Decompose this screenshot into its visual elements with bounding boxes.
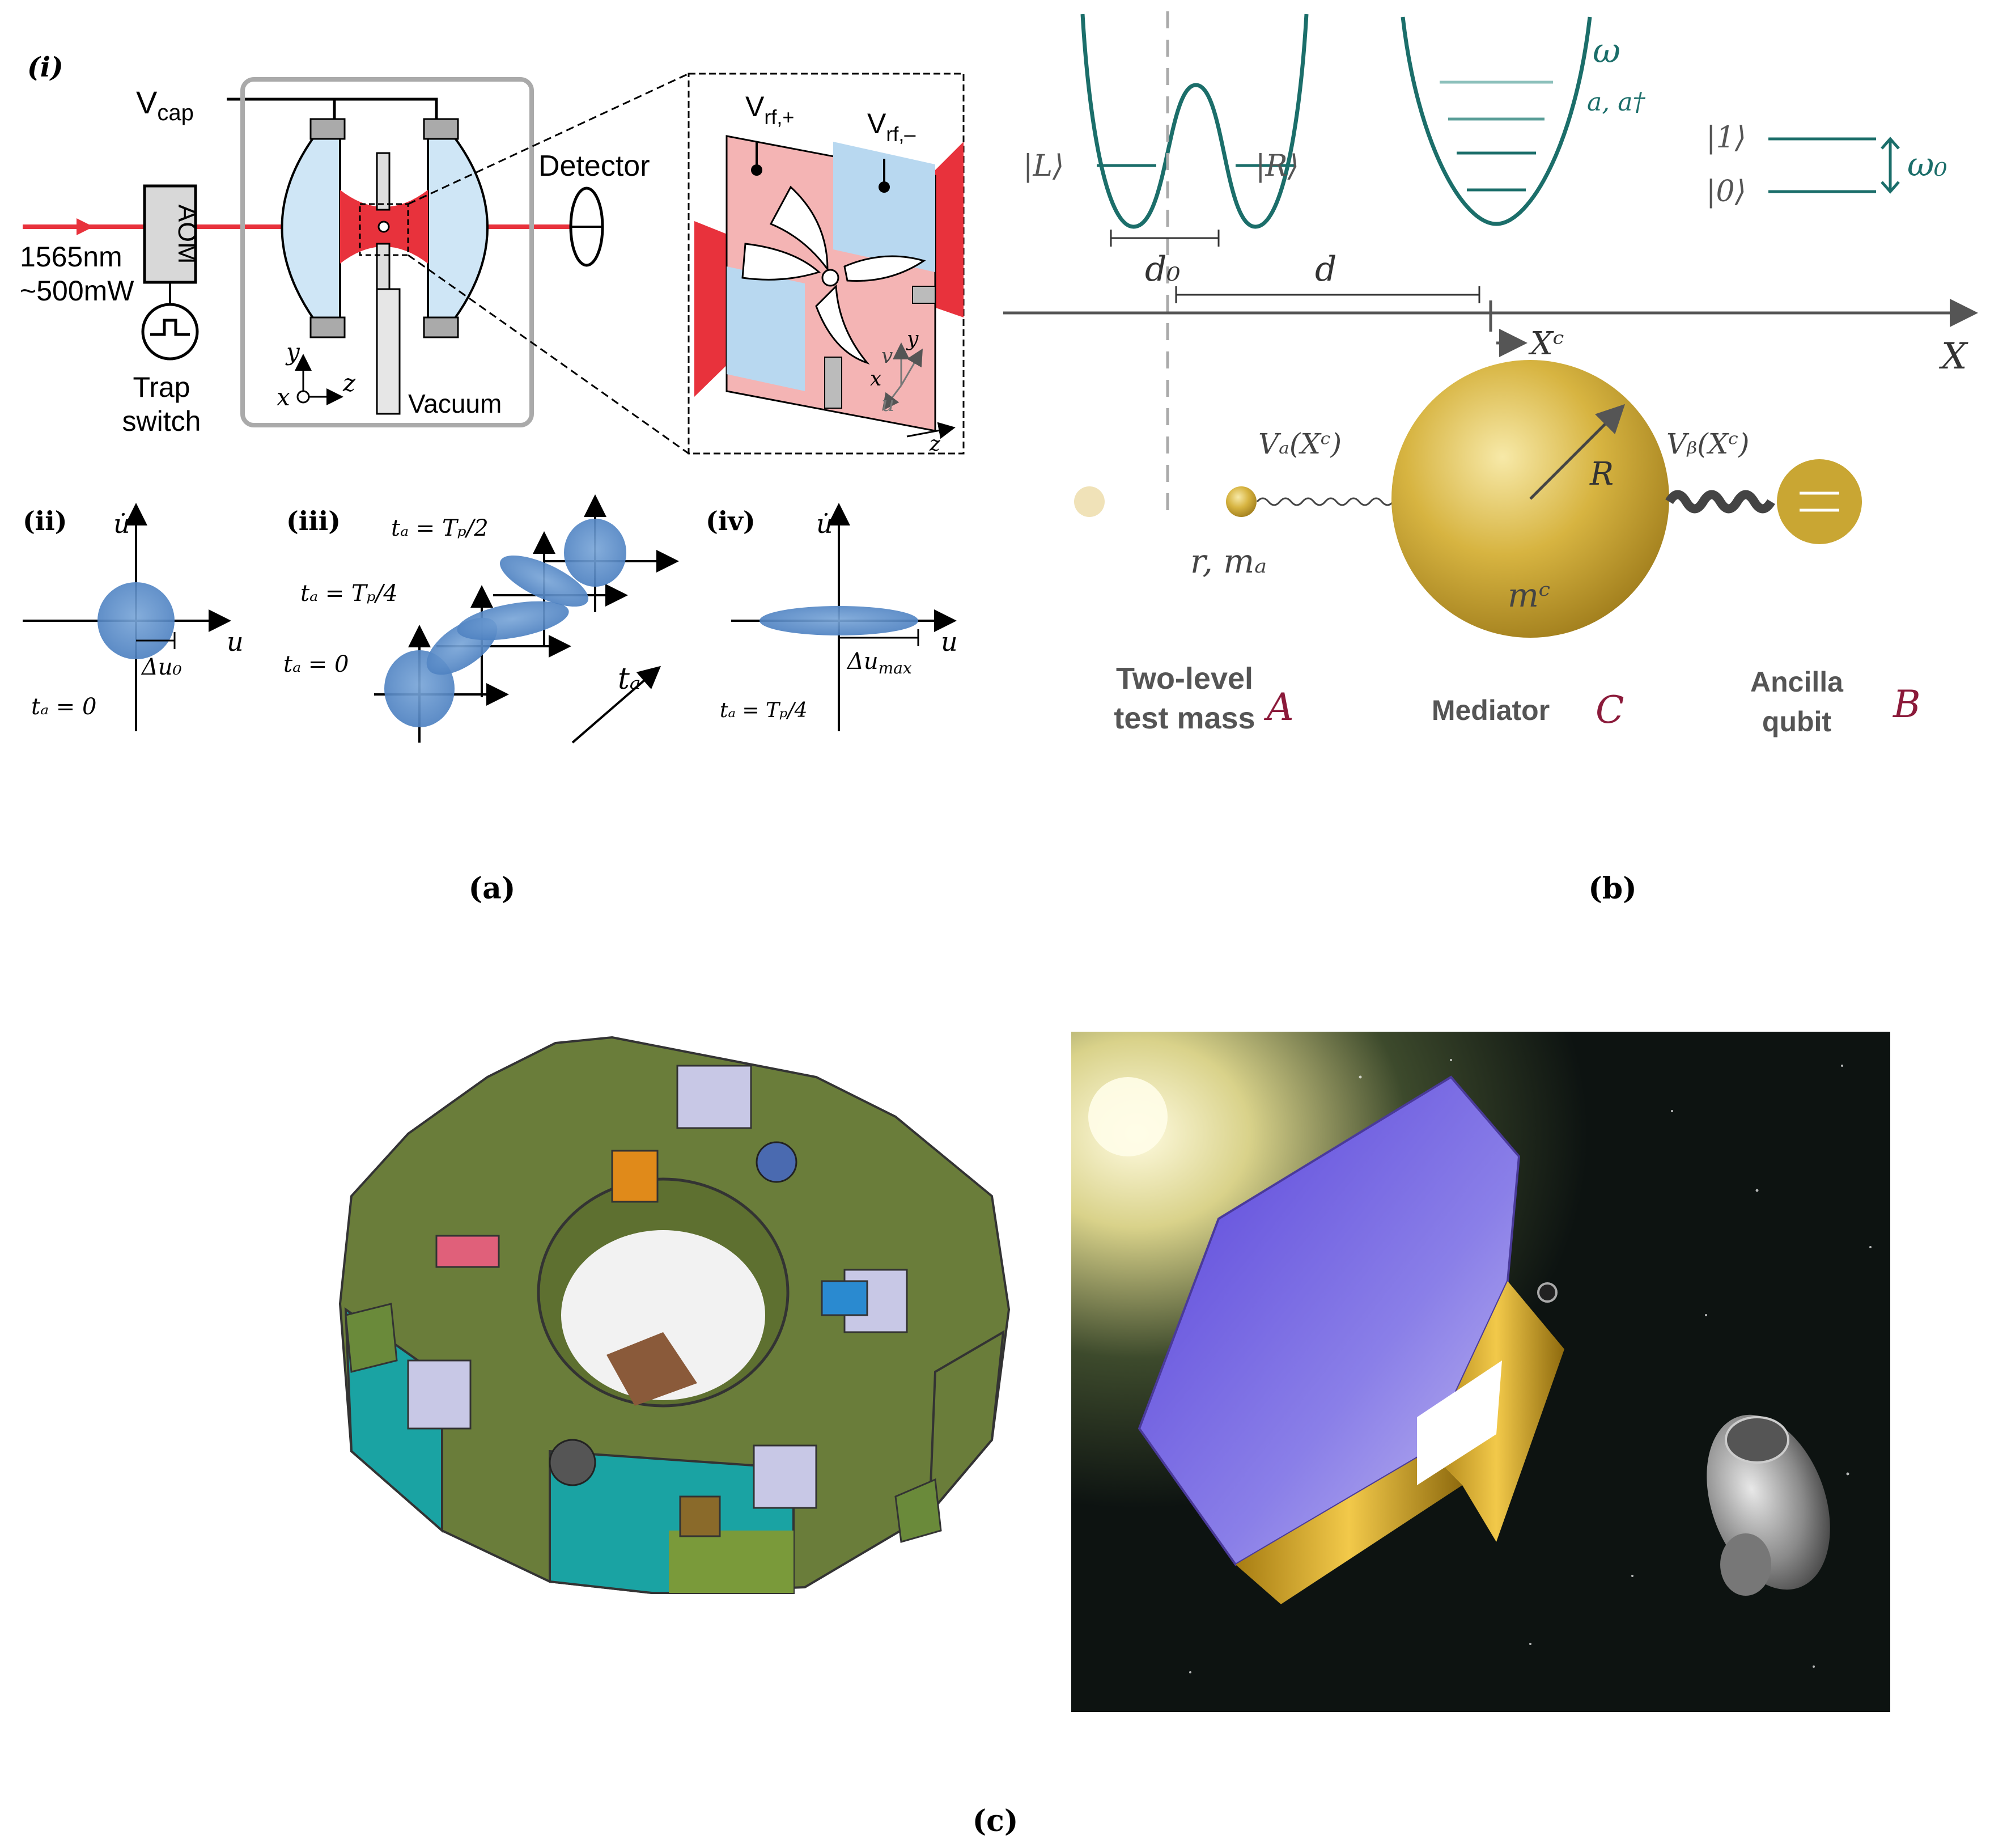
panel-a-td-eq-tp2: tₐ = Tₚ/2 [391,515,489,541]
panel-b-label-C: C [1596,688,1624,732]
laser-power: ~500mW [20,275,134,307]
panel-b-R: R [1589,456,1614,493]
panel-b-mc: mᶜ [1508,576,1550,614]
panel-a-inset-x: x [870,367,881,391]
panel-i-label: (i) [27,52,63,83]
vacuum-label: Vacuum [408,389,502,418]
harmonic-potential [1401,16,1592,226]
phase-space-iv: (iv) u̇ u Δumax tₐ = Tₚ/4 [706,503,958,731]
panel-a-axis-z: z [342,369,356,397]
ghost-test-mass [1074,486,1105,517]
panel-a-td-eq-tp4: tₐ = Tₚ/4 [300,580,398,607]
left-lens [281,135,341,321]
panel-b-ancilla-1: Ancilla [1750,666,1844,698]
panel-a-td0-ii: tₐ = 0 [31,694,97,720]
panel-b-ladder-ops: a, a† [1587,88,1645,117]
panel-a-axis-y: y [285,338,300,366]
coupling-Va [1256,497,1406,506]
panel-b-ancilla-2: qubit [1762,706,1832,737]
aom-label: AOM [173,205,202,264]
panel-c: (c) [338,1032,1890,1838]
double-well-potential [1080,14,1309,229]
panel-iv-label: (iv) [706,506,756,536]
svg-text:Δumax: Δumax [846,649,912,677]
panel-a: (i) 1565nm ~500mW AOM Trap switch Vcap V… [20,52,965,906]
panel-a-inset-y: y [906,328,919,351]
panel-a-udot: u̇ [113,508,130,539]
panel-a-delta-u0: Δu₀ [141,654,182,680]
laser-arrow-icon [77,218,94,235]
panel-b-X: X [1938,336,1968,378]
panel-a-delta-umax-sub: max [879,659,912,677]
trap-switch-line1: Trap [133,371,190,403]
test-mass-A [1226,486,1257,517]
panel-b-ket-L: |L⟩ [1023,149,1064,183]
panel-b-two-level-1: Two-level [1116,662,1253,696]
panel-b-ket-R: |R⟩ [1255,149,1299,183]
caption-c: (c) [973,1804,1019,1838]
panel-b: |L⟩ |R⟩ ω a, a† |1⟩ |0⟩ ω₀ d₀ d X Xᶜ [1003,11,1978,906]
panel-b-r-ma: r, mₐ [1190,542,1267,580]
panel-a-v-rf-minus-sub: rf,– [886,122,915,146]
ancilla-qubit-B [1777,459,1862,544]
panel-b-mediator: Mediator [1432,694,1550,726]
panel-a-v-rf-minus-base: V [867,108,886,139]
coupling-Vb [1665,490,1775,514]
panel-b-Xc: Xᶜ [1528,325,1564,362]
v-rf-minus-label: Vrf,– [867,108,915,146]
panel-b-ket-1: |1⟩ [1706,121,1746,155]
detector-label: Detector [538,150,650,183]
trap-switch-icon [141,303,199,361]
vacuum-chamber [240,77,534,427]
panel-a-v-rf-plus-base: V [745,91,765,122]
panel-a-udot: u̇ [816,508,833,539]
panel-a-u: u [941,626,958,657]
panel-a-inset-z: z [929,433,941,456]
panel-a-inset-u: u [881,393,894,416]
panel-a-v-cap-base: V [136,84,158,120]
panel-b-omega0: ω₀ [1907,145,1947,184]
panel-a-td-eq-0: tₐ = 0 [283,651,349,677]
lisa-pathfinder-illustration [1071,1032,1890,1712]
v-cap-label: Vcap [136,84,194,125]
panel-b-ket-0: |0⟩ [1706,175,1746,209]
panel-a-inset-v: v [881,345,893,368]
panel-b-label-A: A [1263,685,1294,729]
panel-b-omega: ω [1593,31,1620,71]
panel-b-two-level-2: test mass [1114,701,1255,735]
panel-a-v-rf-plus-sub: rf,+ [764,105,794,129]
panel-b-Vb: Vᵦ(Xᶜ) [1666,427,1750,460]
spacecraft-cad-model [338,1036,1011,1595]
panel-b-label-B: B [1893,683,1921,726]
panel-a-td-axis: tₐ [618,662,640,696]
trap-inset: Vrf,+ Vrf,– v x y u z [688,73,965,456]
laser-wavelength: 1565nm [20,241,122,273]
panel-a-v-cap-sub: cap [157,100,194,125]
panel-b-d0: d₀ [1145,249,1180,289]
panel-a-delta-umax: Δu [846,649,879,675]
panel-a-axis-x: x [277,383,290,411]
panel-b-Va: Vₐ(Xᶜ) [1258,427,1342,460]
trap-switch-line2: switch [122,405,201,437]
panel-ii-label: (ii) [23,506,67,536]
coordinate-axes: y x z [277,338,356,411]
panel-b-d: d [1315,249,1336,289]
v-rf-plus-label: Vrf,+ [745,91,794,129]
caption-b: (b) [1588,871,1637,906]
right-lens [427,135,489,321]
caption-a: (a) [469,871,516,906]
phase-space-ii: (ii) u̇ u Δu₀ tₐ = 0 [23,503,244,731]
phase-space-iii: (iii) tₐ = 0 tₐ = Tₚ/4 tₐ = Tₚ/2 tₐ [283,494,679,744]
panel-iii-label: (iii) [286,506,341,536]
panel-a-td-tp4-iv: tₐ = Tₚ/4 [720,699,807,722]
panel-a-u: u [227,626,244,657]
